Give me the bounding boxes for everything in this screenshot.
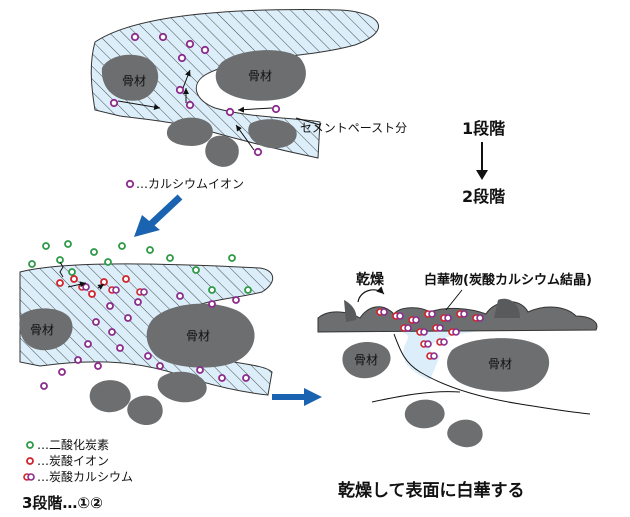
co2-legend-symbol bbox=[26, 441, 34, 449]
aggregate-label-1a: 骨材 bbox=[122, 74, 146, 88]
calcium-ions-1 bbox=[109, 32, 281, 157]
carbonate-legend-symbol bbox=[26, 457, 34, 465]
aggregate-3c bbox=[89, 380, 131, 413]
aggregate-right-a bbox=[342, 341, 391, 379]
caco3-legend-symbol bbox=[23, 473, 35, 481]
diffusion-arrows-1 bbox=[117, 69, 273, 151]
efflorescence-crust bbox=[317, 301, 598, 333]
panel-stage3: 骨材 骨材 bbox=[19, 240, 274, 512]
co2-molecules bbox=[28, 240, 252, 294]
drying-arrow bbox=[357, 286, 385, 303]
transition-arrow-horizontal bbox=[272, 388, 322, 406]
panel-stage1: 骨材 骨材 セメントペースト分 …カルシウムイオン bbox=[90, 9, 407, 191]
carbonate-legend-label: …炭酸イオン bbox=[37, 453, 109, 468]
caco3-legend-label: …炭酸カルシウム bbox=[37, 469, 133, 484]
efflorescence-label: 白華物(炭酸カルシウム結晶) bbox=[424, 272, 592, 288]
aggregate-3e bbox=[157, 371, 207, 403]
panel-efflorescence: 骨材 骨材 乾燥 白華物(炭酸カルシウム結晶) 乾燥して表面に白華する bbox=[317, 271, 598, 501]
aggregate-3a bbox=[19, 308, 73, 351]
cement-paste-label: セメントペースト分 bbox=[300, 121, 407, 135]
stage3-label: 3段階…①② bbox=[22, 494, 103, 512]
aggregate-1a bbox=[101, 54, 159, 101]
efflorescence-crystals bbox=[376, 308, 484, 360]
aggregate-1b bbox=[215, 50, 306, 101]
reaction-arrows-3 bbox=[59, 261, 105, 290]
stage1-label: 1段階 bbox=[462, 119, 505, 138]
calcium-ions-3 bbox=[40, 292, 250, 390]
aggregate-label-1b: 骨材 bbox=[248, 69, 272, 83]
crust-rock-right bbox=[494, 298, 520, 318]
drying-label: 乾燥 bbox=[356, 271, 385, 288]
aggregate-1c bbox=[166, 117, 213, 146]
aggregate-right-c bbox=[404, 399, 445, 429]
aggregate-right-d bbox=[447, 419, 483, 448]
stage2-label: 2段階 bbox=[462, 187, 505, 206]
aggregate-label-3a: 骨材 bbox=[30, 323, 54, 337]
aggregate-3d bbox=[127, 395, 163, 426]
crack-lines bbox=[371, 333, 591, 415]
paste-leader-line bbox=[295, 117, 321, 126]
transition-arrow-diagonal bbox=[134, 194, 183, 237]
aggregate-1e bbox=[248, 119, 297, 149]
aggregate-right-b bbox=[447, 338, 550, 392]
aggregate-label-3b: 骨材 bbox=[186, 329, 210, 343]
crust-rock-left bbox=[344, 300, 357, 322]
carbonate-ions bbox=[56, 275, 130, 298]
aggregate-label-right-a: 骨材 bbox=[354, 353, 378, 367]
aggregate-label-right-b: 骨材 bbox=[488, 357, 512, 371]
stage-arrow-head bbox=[476, 170, 488, 180]
aggregate-1d bbox=[205, 135, 239, 167]
calcium-legend-label: …カルシウムイオン bbox=[136, 177, 244, 191]
caption-text: 乾燥して表面に白華する bbox=[338, 480, 525, 501]
co2-legend-label: …二酸化炭素 bbox=[37, 437, 109, 452]
calcium-legend-symbol bbox=[125, 179, 135, 189]
efflorescence-leader bbox=[445, 289, 463, 311]
aggregate-3b bbox=[146, 303, 255, 368]
